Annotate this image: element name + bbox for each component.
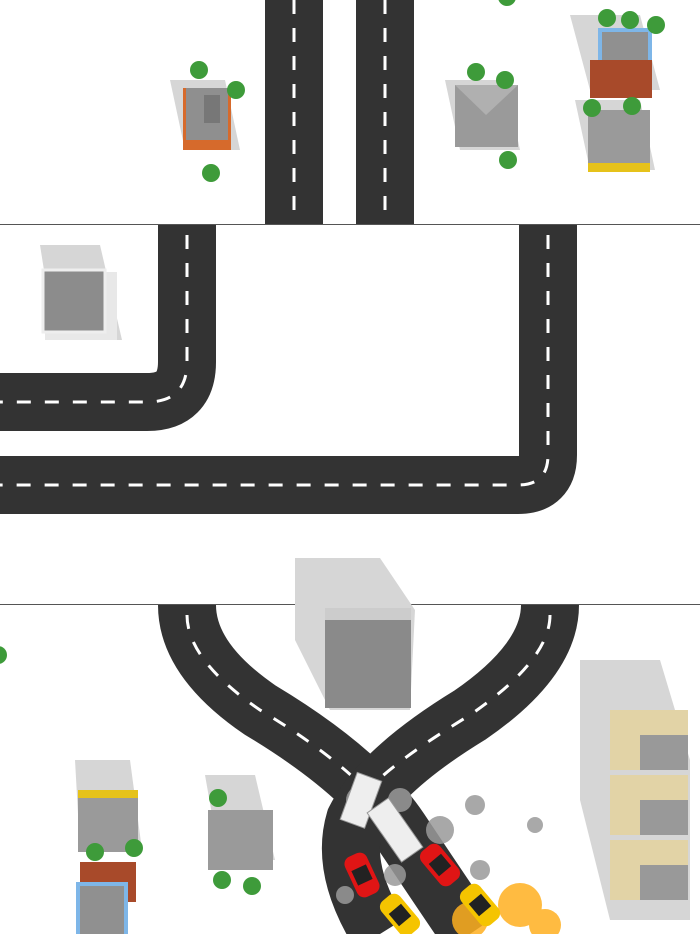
truck-white (339, 771, 383, 829)
road-corner-large[interactable] (0, 225, 577, 514)
building-beige-stack (610, 710, 688, 900)
house-yellow-roof (588, 110, 650, 172)
road-corner-small[interactable] (0, 225, 216, 431)
truck-white (366, 797, 424, 863)
buildings (40, 15, 690, 934)
house-gray (208, 810, 273, 870)
crash-site (336, 771, 561, 934)
fire-icon (452, 883, 561, 934)
car-red (419, 843, 461, 887)
trees (0, 0, 665, 895)
car-red (344, 852, 380, 898)
car-yellow (379, 893, 421, 934)
car-yellow (459, 883, 501, 927)
building-tall-gray (325, 608, 411, 708)
